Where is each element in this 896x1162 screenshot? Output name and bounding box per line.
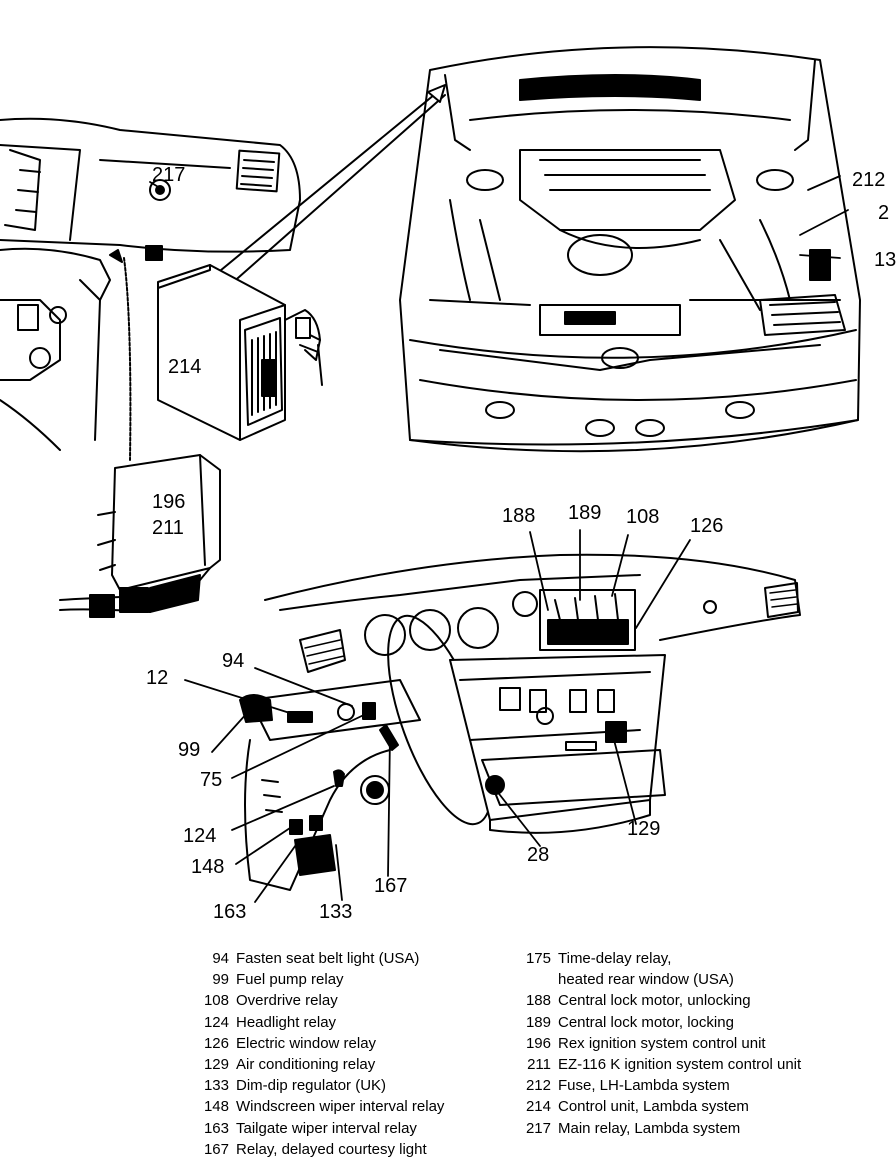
callout-196: 196 <box>152 491 186 513</box>
engine-bay-view <box>399 46 861 453</box>
legend-item-continuation: heated rear window (USA) <box>521 969 801 990</box>
callout-148: 148 <box>191 856 225 878</box>
legend-item: 196 Rex ignition system control unit <box>521 1033 801 1054</box>
legend-text: heated rear window (USA) <box>558 971 734 989</box>
legend-number: 163 <box>203 1119 229 1137</box>
legend-text: Central lock motor, unlocking <box>558 992 751 1010</box>
legend-item: 133 Dim-dip regulator (UK) <box>203 1075 444 1096</box>
callout-94: 94 <box>222 650 245 672</box>
legend-text: Air conditioning relay <box>236 1055 376 1073</box>
legend-number: 217 <box>525 1119 551 1137</box>
callout-188: 188 <box>502 505 536 527</box>
legend-text: Main relay, Lambda system <box>558 1119 741 1137</box>
callout-217: 217 <box>152 164 186 186</box>
legend-text: Rex ignition system control unit <box>558 1034 766 1052</box>
legend-number: 175 <box>525 950 551 967</box>
legend-item: 212 Fuse, LH-Lambda system <box>521 1075 801 1096</box>
callout-108: 108 <box>626 506 660 528</box>
legend-number: 189 <box>525 1013 551 1031</box>
legend-item: 217 Main relay, Lambda system <box>521 1118 801 1139</box>
legend-right-column: 175 Time-delay relay, heated rear window … <box>521 948 801 1139</box>
legend-number: 129 <box>203 1055 229 1073</box>
legend-number: 99 <box>212 971 229 989</box>
legend-item: 126 Electric window relay <box>203 1033 444 1054</box>
legend-item: 129 Air conditioning relay <box>203 1054 444 1075</box>
legend-item: 175 Time-delay relay, <box>521 948 801 969</box>
legend-item: 94 Fasten seat belt light (USA) <box>203 948 444 969</box>
legend-number: 167 <box>203 1140 229 1158</box>
legend-text: Fuel pump relay <box>236 971 344 989</box>
pointer-arrow-to-engine-bay <box>214 84 446 286</box>
legend-item: 188 Central lock motor, unlocking <box>521 990 801 1011</box>
callout-211: 211 <box>152 517 184 539</box>
legend-text: Headlight relay <box>236 1013 337 1031</box>
dashboard-cockpit-view <box>239 553 801 891</box>
callout-167: 167 <box>374 875 408 897</box>
legend-number: 108 <box>203 992 229 1010</box>
legend-number: 188 <box>525 992 551 1010</box>
callout-28: 28 <box>527 844 550 866</box>
legend-left-column: 94 Fasten seat belt light (USA) 99 Fuel pu… <box>203 948 444 1160</box>
control-unit-196-211 <box>59 454 221 618</box>
interior-dashboard-view <box>0 117 301 451</box>
callout-124: 124 <box>183 825 217 847</box>
legend-text: Overdrive relay <box>236 992 338 1010</box>
callout-leader-lines <box>149 175 849 903</box>
legend-item: 214 Control unit, Lambda system <box>521 1096 801 1117</box>
legend-number: 148 <box>203 1098 229 1116</box>
legend-number: 124 <box>203 1013 229 1031</box>
legend-text: Tailgate wiper interval relay <box>236 1119 417 1137</box>
callout-2: 2 <box>878 202 890 224</box>
leader-217-to-196 <box>123 257 132 461</box>
legend-number: 211 <box>527 1055 551 1073</box>
callout-99: 99 <box>178 739 201 761</box>
legend-item: 108 Overdrive relay <box>203 990 444 1011</box>
legend-text: Time-delay relay, <box>558 950 672 967</box>
legend-number: 133 <box>203 1077 229 1095</box>
legend-item: 189 Central lock motor, locking <box>521 1012 801 1033</box>
callout-189: 189 <box>568 502 602 524</box>
legend-text: Central lock motor, locking <box>558 1013 734 1031</box>
callout-163: 163 <box>213 901 247 923</box>
legend-text: Relay, delayed courtesy light <box>236 1140 427 1158</box>
callout-212: 212 <box>852 169 886 191</box>
legend-number: 126 <box>203 1034 229 1052</box>
control-unit-214 <box>157 264 323 441</box>
callout-129: 129 <box>627 818 661 840</box>
legend-item: 99 Fuel pump relay <box>203 969 444 990</box>
legend-number: 214 <box>525 1098 551 1116</box>
legend-number: 94 <box>212 950 229 967</box>
legend-text: EZ-116 K ignition system control unit <box>558 1055 802 1073</box>
legend-text: Fasten seat belt light (USA) <box>236 950 420 967</box>
callout-75: 75 <box>200 769 223 791</box>
legend-item: 211 EZ-116 K ignition system control unit <box>521 1054 801 1075</box>
callout-13: 13 <box>874 249 896 271</box>
callout-133: 133 <box>319 901 353 923</box>
legend-item: 167 Relay, delayed courtesy light <box>203 1139 444 1160</box>
legend-text: Fuse, LH-Lambda system <box>558 1077 730 1095</box>
legend-item: 148 Windscreen wiper interval relay <box>203 1096 444 1117</box>
legend-number: 212 <box>525 1077 551 1095</box>
legend-text: Dim-dip regulator (UK) <box>236 1077 387 1095</box>
legend-item: 124 Headlight relay <box>203 1012 444 1033</box>
legend-text: Windscreen wiper interval relay <box>236 1098 445 1116</box>
callout-12: 12 <box>146 667 169 689</box>
callout-214: 214 <box>168 356 202 378</box>
callout-126: 126 <box>690 515 724 537</box>
legend-number: 196 <box>525 1034 551 1052</box>
legend-text: Control unit, Lambda system <box>558 1098 749 1116</box>
legend-text: Electric window relay <box>236 1034 377 1052</box>
legend-item: 163 Tailgate wiper interval relay <box>203 1118 444 1139</box>
